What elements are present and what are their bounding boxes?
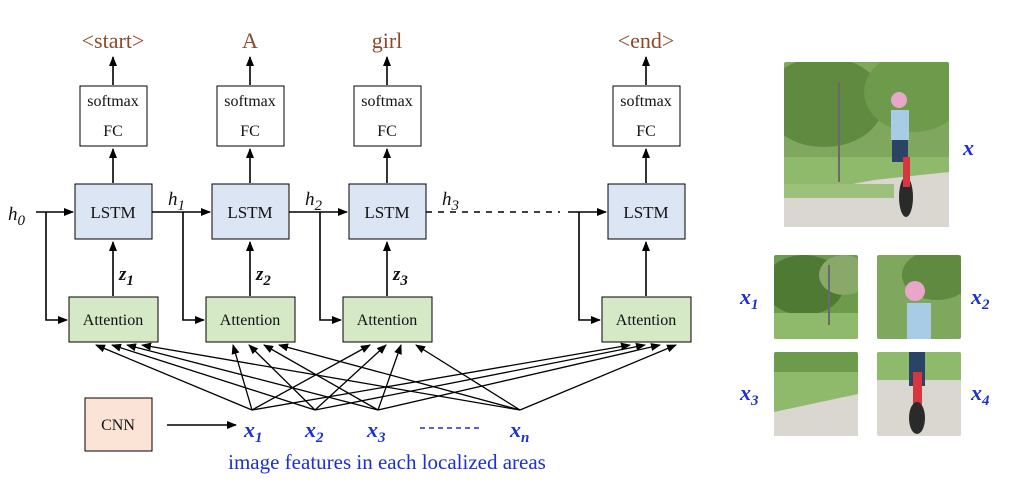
output-word-a: A — [242, 28, 258, 53]
decoder-step-final: softmax FC LSTM Attention — [601, 56, 692, 343]
lstm-box-4 — [607, 183, 686, 240]
cnn-label: CNN — [101, 417, 135, 434]
crop-image-x2 — [877, 255, 961, 339]
lstm-label-1: LSTM — [90, 203, 135, 222]
fc-label-2: FC — [240, 123, 260, 140]
lstm-label-2: LSTM — [227, 203, 272, 222]
hidden-state-h3: h3 — [442, 189, 459, 214]
softmax-fc-box-3 — [353, 85, 422, 147]
crop-image-x4 — [877, 352, 961, 436]
softmax-label-1: softmax — [87, 93, 139, 110]
attention-box-4 — [601, 296, 692, 343]
attention-label-2: Attention — [220, 312, 280, 329]
cnn-box — [84, 397, 153, 452]
lstm-label-4: LSTM — [623, 203, 668, 222]
attention-label-3: Attention — [357, 312, 417, 329]
decoder-step-1: softmax FC LSTM Attention — [68, 56, 159, 343]
context-vector-z3: z3 — [392, 264, 408, 289]
crop-label-x2: x2 — [970, 284, 990, 313]
full-image-label: x — [962, 135, 974, 160]
crop-image-x1 — [774, 255, 858, 339]
softmax-fc-box-2 — [216, 85, 285, 147]
decoder-step-3: softmax FC LSTM Attention — [342, 56, 433, 343]
lstm-box-1 — [74, 183, 153, 240]
attention-label-1: Attention — [83, 312, 143, 329]
output-word-start: <start> — [82, 28, 145, 53]
output-word-end: <end> — [618, 28, 675, 53]
hidden-state-h2: h2 — [305, 189, 323, 214]
attention-box-1 — [68, 296, 159, 343]
softmax-label-3: softmax — [361, 93, 413, 110]
attention-box-2 — [205, 296, 296, 343]
feature-x3: x3 — [366, 417, 386, 446]
feature-x2: x2 — [304, 417, 324, 446]
softmax-label-2: softmax — [224, 93, 276, 110]
attention-label-4: Attention — [616, 312, 676, 329]
feature-x1: x1 — [243, 417, 263, 446]
fc-label-3: FC — [377, 123, 397, 140]
context-vector-z2: z2 — [255, 264, 271, 289]
hidden-state-h1: h1 — [168, 189, 185, 214]
context-vector-z1: z1 — [118, 264, 134, 289]
softmax-label-4: softmax — [620, 93, 672, 110]
lstm-label-3: LSTM — [364, 203, 409, 222]
attention-box-3 — [342, 296, 433, 343]
decoder-step-2: softmax FC LSTM Attention — [205, 56, 296, 343]
feature-xn: xn — [509, 417, 529, 446]
fc-label-1: FC — [103, 123, 123, 140]
features-caption: image features in each localized areas — [228, 450, 546, 474]
output-word-girl: girl — [372, 28, 403, 53]
softmax-fc-box-4 — [612, 85, 681, 147]
crop-label-x1: x1 — [739, 284, 759, 313]
hidden-state-connections — [36, 208, 607, 324]
lstm-box-2 — [211, 183, 290, 240]
feature-attention-arrows — [95, 342, 677, 411]
crop-label-x4: x4 — [970, 380, 990, 409]
full-image — [784, 62, 949, 227]
fc-label-4: FC — [636, 123, 656, 140]
crop-label-x3: x3 — [739, 380, 759, 409]
lstm-box-3 — [348, 183, 427, 240]
crop-image-x3 — [774, 352, 858, 436]
hidden-state-h0: h0 — [8, 204, 26, 229]
softmax-fc-box-1 — [79, 85, 148, 147]
